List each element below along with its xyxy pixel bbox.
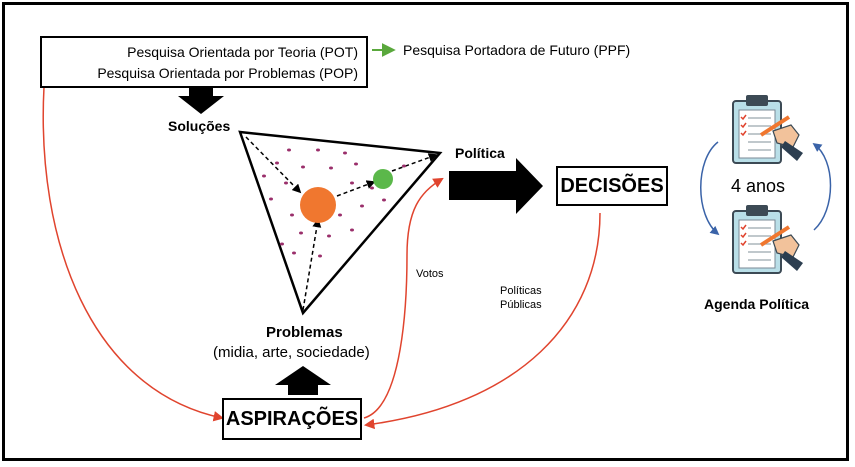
clipboard-pen-icon	[732, 205, 803, 274]
green-circle	[373, 169, 393, 189]
politicas-label-1: Políticas	[500, 285, 542, 297]
clipboard-pen-icon	[732, 95, 803, 164]
problemas-sub-label: (midia, arte, sociedade)	[213, 344, 370, 361]
decisoes-label: DECISÕES	[560, 174, 664, 197]
politicas-label-2: Públicas	[500, 299, 542, 311]
research-down-arrow	[178, 86, 224, 114]
aspiracoes-up-arrow	[275, 366, 331, 395]
solucoes-label: Soluções	[168, 118, 231, 134]
orange-circle	[300, 187, 336, 223]
red-curve-left	[42, 86, 225, 422]
ppf-label: Pesquisa Portadora de Futuro (PPF)	[403, 42, 631, 58]
agenda-politica-label: Agenda Política	[704, 296, 810, 312]
dashed-arrow-solucoes	[245, 136, 302, 194]
votos-label: Votos	[416, 268, 444, 280]
cycle-arc-left	[700, 141, 720, 236]
dashed-arrow-problemas	[302, 218, 322, 311]
solution-space-triangle	[238, 130, 443, 316]
dashed-arrow-politica	[391, 153, 438, 172]
politica-label: Política	[455, 145, 505, 161]
pop-label: Pesquisa Orientada por Problemas (POP)	[97, 65, 358, 81]
dashed-arrow-middle	[336, 180, 376, 197]
problemas-label: Problemas	[266, 324, 343, 341]
research-box: Pesquisa Orientada por Teoria (POT) Pesq…	[40, 36, 368, 88]
aspiracoes-label: ASPIRAÇÕES	[225, 407, 359, 430]
pot-label: Pesquisa Orientada por Teoria (POT)	[127, 44, 358, 60]
red-curve-votos	[363, 177, 444, 419]
cycle-label: 4 anos	[731, 176, 786, 196]
opinion-dots	[262, 148, 406, 258]
decisoes-box: DECISÕES	[556, 166, 668, 206]
aspiracoes-box: ASPIRAÇÕES	[222, 398, 362, 440]
politica-to-decisoes-arrow	[449, 158, 543, 214]
diagram-frame	[2, 2, 849, 461]
cycle-arc-right	[812, 142, 832, 231]
red-curve-politicas	[363, 212, 601, 430]
